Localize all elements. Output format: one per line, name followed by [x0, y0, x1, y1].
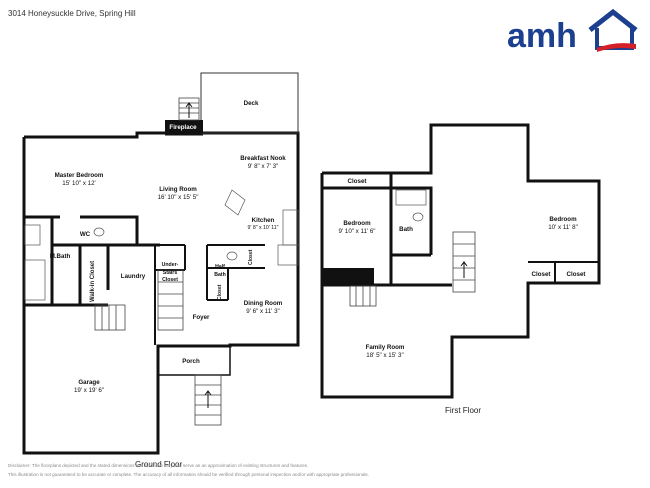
- room-closet-right-1: Closet: [531, 271, 551, 278]
- ground-stairs: [94, 269, 184, 331]
- bath-fixtures: [395, 189, 427, 222]
- room-m-bath: M.Bath: [49, 253, 71, 260]
- room-deck: Deck: [243, 100, 259, 107]
- front-stairs-arrow-icon: [204, 390, 212, 408]
- room-living-room: Living Room 16' 10" x 15' 5": [157, 186, 199, 201]
- kitchen-fixtures: [24, 189, 299, 301]
- room-dining-room: Dining Room 9' 6" x 11' 3": [243, 300, 283, 315]
- first-floor-stairs: [349, 231, 476, 307]
- room-under-stairs-closet: Under- Stairs Closet: [161, 262, 179, 283]
- room-master-bedroom: Master Bedroom 15' 10" x 12': [54, 172, 104, 187]
- disclaimer-line-1: Disclaimer: The floorplans depicted and …: [8, 463, 309, 468]
- first-floor-stairs-arrow-icon: [460, 261, 468, 278]
- room-fireplace: Fireplace: [169, 124, 197, 131]
- room-walk-in-closet: Walk-in Closet: [90, 260, 96, 302]
- logo-text: amh: [507, 17, 577, 54]
- room-bedroom-left: Bedroom 9' 10" x 11' 6": [338, 220, 376, 235]
- fireplace-block: [165, 120, 203, 133]
- room-kitchen: Kitchen 9' 8" x 10' 11": [247, 217, 279, 231]
- room-family-room: Family Room 18' 5" x 15' 3": [365, 344, 405, 359]
- room-laundry: Laundry: [120, 273, 146, 280]
- disclaimer-line-2: This illustration is not guaranteed to b…: [8, 472, 369, 477]
- room-half-bath: Half Bath: [214, 264, 226, 278]
- first-floor-stair-block: [322, 268, 374, 286]
- first-floor-title: First Floor: [445, 406, 481, 415]
- logo-swoosh-icon: [597, 43, 636, 52]
- property-address: 3014 Honeysuckle Drive, Spring Hill: [8, 9, 136, 18]
- room-closet-right-2: Closet: [566, 271, 586, 278]
- deck-stairs-arrow-icon: [185, 102, 193, 118]
- disclaimer: Disclaimer: The floorplans depicted and …: [8, 461, 648, 479]
- room-closet-top: Closet: [347, 178, 367, 185]
- room-foyer: Foyer: [192, 314, 210, 321]
- ground-floor-walls: [22, 130, 300, 455]
- logo-roof-icon: [588, 8, 638, 32]
- first-floor-walls: [320, 123, 601, 399]
- room-closet-b: Closet: [248, 249, 254, 265]
- room-closet-a: Closet: [217, 284, 223, 300]
- room-wc: WC: [79, 231, 91, 238]
- room-garage: Garage 19' x 19' 6": [73, 379, 105, 394]
- ground-floor-title: Ground Floor: [135, 460, 183, 469]
- room-bath: Bath: [399, 226, 413, 233]
- room-bedroom-right: Bedroom 10' x 11' 8": [548, 216, 578, 231]
- deck-outline: [200, 72, 299, 134]
- room-porch: Porch: [182, 358, 200, 365]
- room-breakfast-nook: Breakfast Nook 9' 8" x 7' 3": [240, 155, 286, 170]
- amh-logo: amh: [507, 8, 638, 54]
